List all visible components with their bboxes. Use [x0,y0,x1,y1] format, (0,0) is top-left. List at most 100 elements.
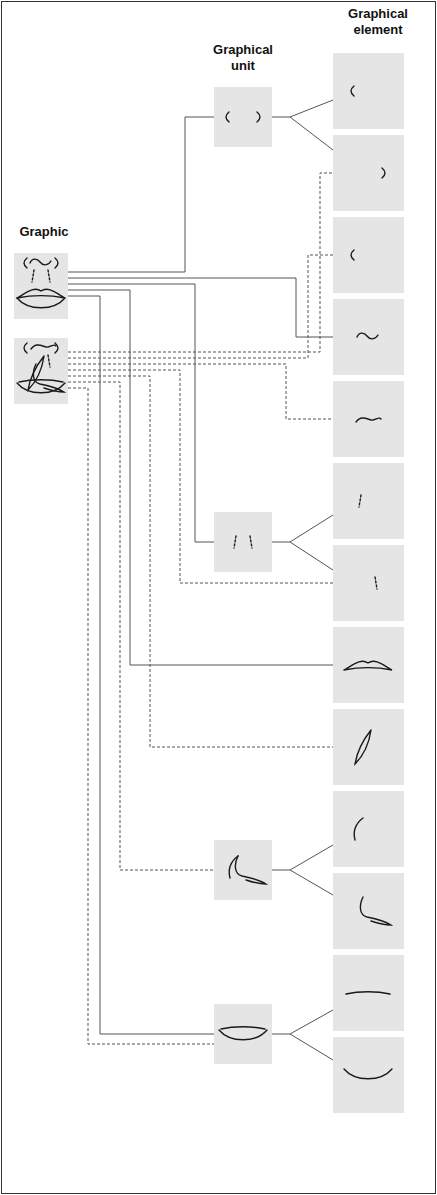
drawing-part [333,1037,404,1113]
drawing-part [333,545,404,621]
graphic-profile [14,338,68,404]
drawing-part [68,255,333,358]
drawing-part [333,299,404,375]
drawing-part [55,343,58,353]
drawing-part [214,1004,272,1064]
drawing-part [68,290,333,665]
drawing-part [333,873,404,949]
drawing-part [17,383,65,393]
drawing-part [68,376,333,747]
drawing-part [68,117,214,272]
drawing-part [344,1069,392,1079]
drawing-part [48,355,50,367]
dashed-leaders [68,173,333,1044]
drawing-part [272,515,333,570]
drawing-part [333,463,404,539]
drawing-part [48,270,50,282]
drawing-part [32,270,34,282]
drawing-part [17,289,65,298]
drawing-part [234,536,252,548]
drawing-part [354,818,363,840]
drawing-part [221,1027,265,1029]
drawing-part [357,333,378,339]
drawing-part [68,382,214,870]
drawing-part [333,463,404,539]
drawing-part [234,536,236,548]
drawing-part [68,388,214,1044]
drawing-part [346,992,390,994]
unit-dashes [214,512,272,572]
drawing-part [68,296,214,1034]
drawing-part [333,135,404,211]
drawing-part [359,495,361,507]
drawing-part [333,299,404,375]
graphic-front [14,253,68,319]
drawing-part [351,86,354,96]
drawing-part [360,897,391,925]
drawing-part [375,577,377,589]
drawing-part [17,298,65,308]
drawing-part [333,955,404,1031]
column-heading: Graphical element [336,6,420,38]
drawing-part [333,955,404,1031]
drawing-part [333,791,404,867]
drawing-part [333,381,404,457]
drawing-part [382,168,385,178]
element-boxes [333,53,404,1113]
drawing-part [257,112,260,122]
drawing-part [214,87,272,147]
drawing-part [214,512,272,572]
drawing-part [333,627,404,703]
unit-nostrils [214,87,272,147]
drawing-part [68,370,333,583]
column-heading: Graphical unit [205,42,281,74]
drawing-part [333,627,404,703]
drawing-part [333,53,404,129]
drawing-part [355,730,371,764]
drawing-part [219,1030,267,1040]
drawing-part [333,217,404,293]
drawing-part [333,217,404,293]
drawing-part [68,364,333,419]
drawing-part [214,840,272,900]
column-heading: Graphic [4,224,84,240]
unit-chin [214,1004,272,1064]
drawing-part [19,380,63,382]
drawing-part [333,873,404,949]
drawing-part [272,100,333,150]
drawing-part [333,709,404,785]
unit-hook [214,840,272,900]
drawing-part [344,661,392,670]
drawing-part [356,418,381,422]
drawing-part [68,284,214,542]
drawing-part [31,345,56,349]
drawing-part [333,1037,404,1113]
drawing-part [272,1010,333,1060]
drawing-part [24,343,27,353]
drawing-part [235,856,266,884]
drawing-part [250,536,252,548]
drawing-part [333,381,404,457]
solid-leaders [68,117,333,1034]
drawing-part [30,259,51,265]
drawing-part [333,791,404,867]
drawing-part [351,250,354,260]
drawing-part [333,545,404,621]
drawing-part [226,112,260,122]
drawing-part [24,258,27,268]
drawing-part [229,856,266,884]
drawing-part [14,338,68,404]
drawing-part [226,112,229,122]
drawing-part [55,258,58,268]
drawing-part [68,278,333,337]
drawing-part [333,709,404,785]
drawing-part [68,173,333,352]
drawing-part [333,53,404,129]
drawing-part [14,253,68,319]
branch-lines [272,100,333,1060]
drawing-part [333,135,404,211]
drawing-part [272,845,333,895]
drawing-part [219,1027,267,1040]
